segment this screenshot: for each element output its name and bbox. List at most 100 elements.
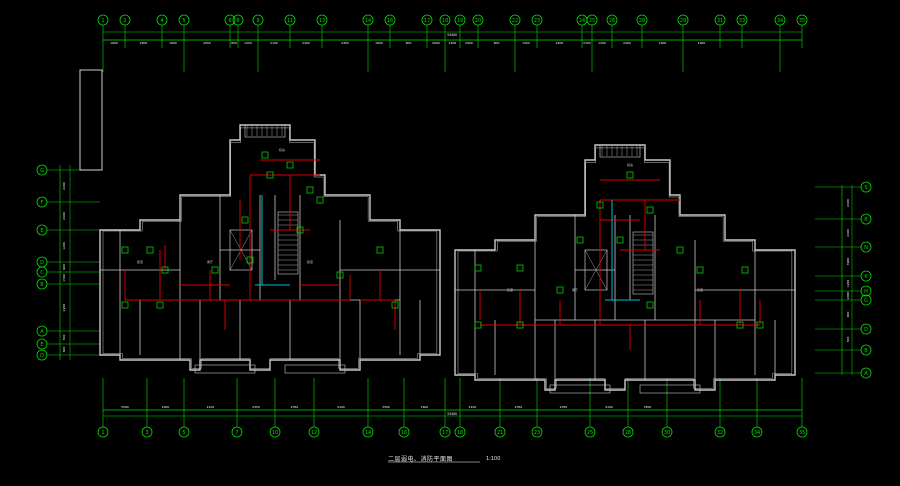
axis-bubble-label: 17 xyxy=(424,18,430,24)
top-axis-bubble: 28 xyxy=(636,14,648,26)
device-symbol xyxy=(336,271,344,279)
axis-bubble-circle xyxy=(736,14,748,26)
bottom-axis-bubble: 10 xyxy=(269,426,281,438)
bottom-segment-dimension: 4100 xyxy=(337,405,345,409)
axis-bubble-label: H xyxy=(864,289,868,295)
top-axis-bubble: 2 xyxy=(119,14,131,26)
top-segment-dimension: 800 xyxy=(494,41,500,45)
left-segment-dimension: 2400 xyxy=(62,212,66,220)
axis-bubble-label: 10 xyxy=(272,430,278,436)
axis-bubble-label: 1 xyxy=(101,430,104,436)
top-segment-dimension: 1600 xyxy=(110,41,118,45)
top-axis-bubble: 1 xyxy=(97,14,109,26)
top-segment-dimension: 1600 xyxy=(659,41,667,45)
axis-bubble-label: E xyxy=(40,342,43,348)
building-left xyxy=(99,124,441,374)
top-segment-dimension: 1200 xyxy=(598,41,606,45)
device-symbol xyxy=(306,186,314,194)
device-symbol xyxy=(626,171,634,179)
bottom-axis-bubble: 18 xyxy=(454,426,466,438)
right-axis-bubble: S xyxy=(860,181,872,193)
balcony xyxy=(549,384,611,394)
axis-bubble-label: G xyxy=(40,168,44,174)
axis-bubble-label: 7 xyxy=(235,430,238,436)
top-segment-dimension: 2400 xyxy=(341,41,349,45)
top-axis-bubble: 26 xyxy=(606,14,618,26)
bottom-segment-dimension: 2350 xyxy=(252,405,260,409)
axis-bubble-circle xyxy=(586,14,598,26)
right-segment-dimension: 2400 xyxy=(846,199,850,207)
bottom-axis-bubble: 3 xyxy=(141,426,153,438)
top-segment-dimension: 2100 xyxy=(270,41,278,45)
top-segment-dimension: 800 xyxy=(231,41,237,45)
bottom-segment-dimension: 4100 xyxy=(469,405,477,409)
axis-bubble-label: R xyxy=(864,217,868,223)
axis-bubble-circle xyxy=(316,14,328,26)
building-right xyxy=(454,144,796,394)
axis-bubble-label: 35 xyxy=(799,18,805,24)
left-axis-bubble: A xyxy=(36,325,48,337)
top-axis-bubble: 9 xyxy=(252,14,264,26)
device-symbol xyxy=(646,206,654,214)
top-axis-bubble: 18 xyxy=(439,14,451,26)
axis-bubble-label: 31 xyxy=(717,18,723,24)
axis-bubble-label: D xyxy=(864,327,868,333)
bottom-segment-dimension: 1600 xyxy=(421,405,429,409)
device-symbol xyxy=(646,301,654,309)
axis-bubble-label: S xyxy=(864,185,867,191)
exterior-wall xyxy=(454,144,796,391)
axis-bubble-label: 28 xyxy=(625,430,631,436)
drawing-title: 二层弱电、消防平面图 xyxy=(388,456,454,463)
bottom-axis-bubble: 12 xyxy=(308,426,320,438)
top-segment-dimension: 2400 xyxy=(302,41,310,45)
top-axis-bubble: 5 xyxy=(178,14,190,26)
bottom-axis-bubble: 35 xyxy=(796,426,808,438)
axis-bubble-label: D xyxy=(40,353,44,359)
balcony xyxy=(194,364,256,374)
top-axis-bubble: 23 xyxy=(531,14,543,26)
left-axis-bubble: C xyxy=(36,266,48,278)
device-symbol xyxy=(156,301,164,309)
top-axis-bubble: 8 xyxy=(232,14,244,26)
axis-bubble-label: 34 xyxy=(754,430,760,436)
top-axis-row xyxy=(102,25,803,72)
axis-bubble-label: E xyxy=(40,228,43,234)
top-axis-bubble: 34 xyxy=(774,14,786,26)
left-axis-bubble: D xyxy=(36,349,48,361)
top-segment-dimension: 1600 xyxy=(169,41,177,45)
roof-hatch xyxy=(599,144,641,158)
top-segment-dimension: 2900 xyxy=(465,41,473,45)
right-segment-dimension: 1200 xyxy=(846,280,850,288)
device-symbol xyxy=(241,216,249,224)
room-label: 客厅 xyxy=(572,287,578,292)
axis-bubble-circle xyxy=(178,14,190,26)
bottom-axis-bubble: 23 xyxy=(531,426,543,438)
room-label: 卧室 xyxy=(697,287,703,292)
top-axis-bubble: 31 xyxy=(714,14,726,26)
right-segment-dimension: 500 xyxy=(846,337,850,343)
bottom-axis-bubble: 5 xyxy=(178,426,190,438)
left-axis-bubble: E xyxy=(36,224,48,236)
axis-bubble-circle xyxy=(119,14,131,26)
top-segment-dimension: 1900 xyxy=(698,41,706,45)
balcony xyxy=(284,364,346,374)
room-label: 卧室 xyxy=(137,259,143,264)
right-segment-dimension: 3900 xyxy=(846,258,850,266)
top-axis-bubble: 35 xyxy=(796,14,808,26)
top-segment-dimension: 1200 xyxy=(522,41,530,45)
room-label: 机房 xyxy=(627,162,633,167)
top-segment-dimension: 1200 xyxy=(244,41,252,45)
device-symbol xyxy=(266,171,274,179)
axis-bubble-label: 5 xyxy=(182,18,185,24)
bottom-axis-bubble: 1 xyxy=(97,426,109,438)
left-segment-dimension: 1500 xyxy=(62,274,66,282)
axis-bubble-label: 23 xyxy=(534,18,540,24)
top-axis-bubble: 22 xyxy=(509,14,521,26)
axis-bubble-label: 22 xyxy=(512,18,518,24)
axis-bubble-label: 28 xyxy=(639,18,645,24)
top-segment-dimension: 800 xyxy=(406,41,412,45)
device-symbol xyxy=(161,266,169,274)
device-symbol xyxy=(146,246,154,254)
axis-bubble-circle xyxy=(636,14,648,26)
